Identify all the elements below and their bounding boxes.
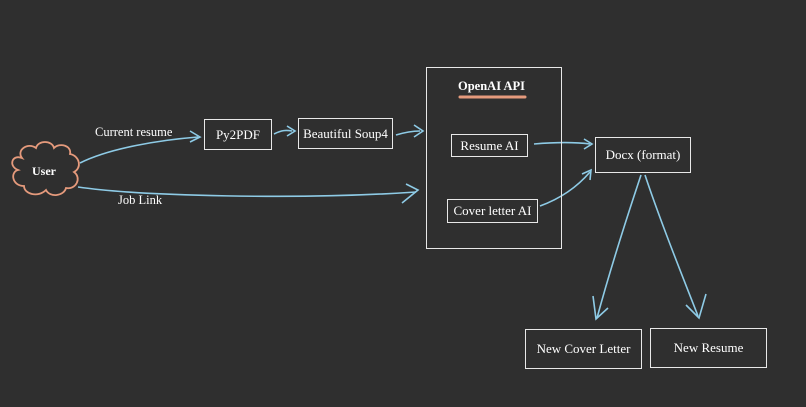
arrow-coverai-to-docx (539, 171, 591, 207)
new-resume-node: New Resume (650, 328, 767, 368)
arrow-user-to-py2pdf (79, 136, 199, 164)
beautiful-soup-node: Beautiful Soup4 (298, 118, 393, 149)
arrowhead-resumeai-to-docx (583, 138, 594, 150)
arrowhead-coverai-to-docx (581, 168, 592, 181)
user-cloud-shape (11, 141, 80, 196)
edge-label-current-resume: Current resume (95, 125, 173, 139)
arrow-docx-to-coverletter (596, 174, 642, 319)
arrowhead-user-to-py2pdf (189, 130, 202, 143)
arrow-user-to-openai-joblink (77, 186, 417, 198)
arrowhead-docx-to-resume (685, 293, 707, 320)
arrow-resumeai-to-docx (533, 141, 591, 145)
arrowhead-user-to-openai-joblink (401, 183, 420, 204)
arrow-py2pdf-to-soup (273, 129, 293, 135)
arrow-docx-to-resume (644, 174, 699, 317)
resume-ai-node: Resume AI (451, 134, 528, 157)
new-cover-letter-node: New Cover Letter (525, 329, 642, 369)
openai-api-title: OpenAI API (458, 79, 526, 93)
openai-api-group (426, 67, 562, 249)
arrow-soup-to-openai (395, 130, 421, 136)
py2pdf-node: Py2PDF (204, 119, 272, 150)
edge-label-job-link: Job Link (118, 193, 163, 207)
docx-format-node: Docx (format) (595, 137, 691, 173)
arrowhead-soup-to-openai (413, 124, 425, 138)
user-node-label: User (32, 164, 56, 178)
arrowhead-py2pdf-to-soup (286, 125, 297, 137)
cover-letter-ai-node: Cover letter AI (447, 199, 538, 223)
arrowhead-docx-to-coverletter (592, 295, 609, 321)
